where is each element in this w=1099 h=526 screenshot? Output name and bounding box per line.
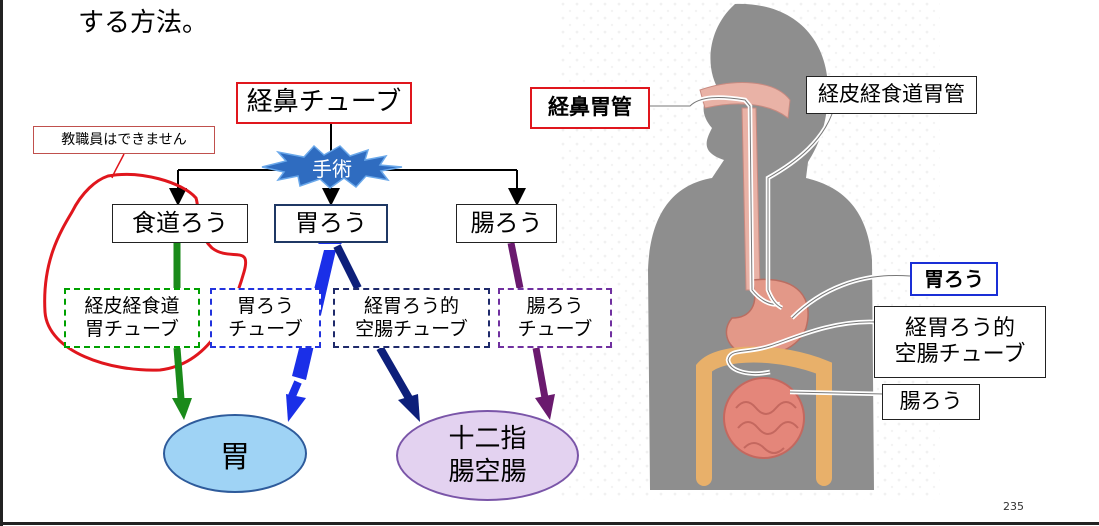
staff-restriction-note: 教職員はできません xyxy=(33,126,215,154)
label-transgastric-jejunal: 経胃ろう的空腸チューブ xyxy=(874,306,1046,378)
jejunostomy-box: 腸ろう xyxy=(456,204,557,243)
esophagostomy-box: 食道ろう xyxy=(112,204,248,243)
label-gastrostomy: 胃ろう xyxy=(910,262,998,296)
label-line: 経胃ろう的 xyxy=(895,316,1026,342)
page-number: 235 xyxy=(1003,500,1024,513)
surgery-label: 手術 xyxy=(272,154,392,180)
tube-label-line: 経胃ろう的 xyxy=(355,295,468,318)
transgastric-jejunal-tube-box: 経胃ろう的空腸チューブ xyxy=(333,288,490,348)
jejunostomy-tube-box: 腸ろうチューブ xyxy=(498,288,612,348)
destination-line: 十二指 xyxy=(448,423,526,456)
stomach-destination: 胃 xyxy=(163,414,307,493)
label-jejunostomy: 腸ろう xyxy=(882,384,980,420)
tube-label-line: 腸ろう xyxy=(518,295,593,318)
percutaneous-esophageal-tube-box: 経皮経食道胃チューブ xyxy=(64,288,200,348)
nasal-tube-box: 経鼻チューブ xyxy=(236,82,412,124)
tube-label-line: 空腸チューブ xyxy=(355,318,468,341)
tube-label-line: チューブ xyxy=(228,318,303,341)
duodenum-jejunum-destination: 十二指腸空腸 xyxy=(396,410,579,501)
label-percutaneous-esophageal: 経皮経食道胃管 xyxy=(806,76,977,114)
destination-line: 腸空腸 xyxy=(448,456,526,489)
gastrostomy-tube-box: 胃ろうチューブ xyxy=(210,288,321,348)
label-nasogastric-tube: 経鼻胃管 xyxy=(530,87,650,129)
gastrostomy-box: 胃ろう xyxy=(274,204,388,243)
label-line: 空腸チューブ xyxy=(895,342,1026,368)
tube-label-line: 経皮経食道 xyxy=(84,295,179,318)
tube-label-line: 胃ろう xyxy=(228,295,303,318)
tube-label-line: 胃チューブ xyxy=(84,318,179,341)
tube-label-line: チューブ xyxy=(518,318,593,341)
